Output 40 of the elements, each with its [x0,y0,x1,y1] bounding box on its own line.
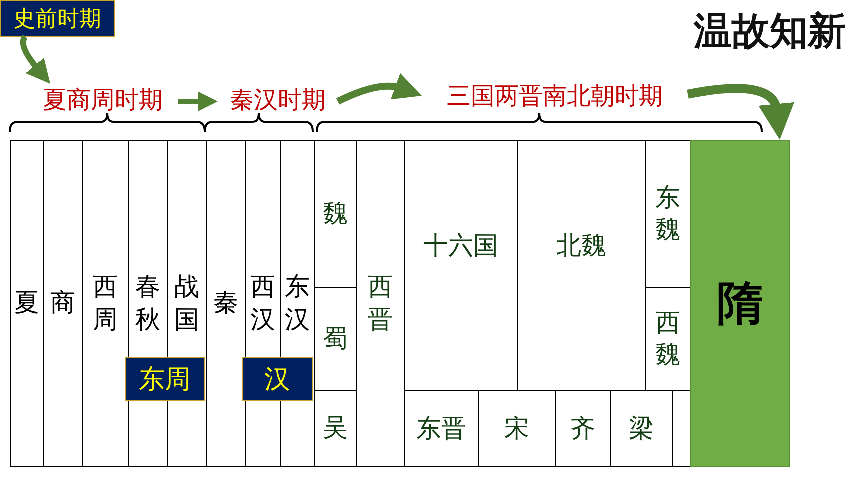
period-name: 汉 [264,364,290,396]
dynasty-name: 商 [50,287,76,320]
table-cell [206,140,246,467]
dynasty-name: 魏 [323,198,348,230]
dynasty-name: 吴 [323,412,348,444]
table-cell [356,140,405,467]
dynasty-name: 北魏 [556,230,606,262]
dynasty-name: 梁 [629,413,654,445]
period-label: 夏商周时期 [43,85,163,116]
dynasty-block [690,140,790,467]
slide-title: 温故知新 [694,8,846,55]
period-tag [125,357,205,401]
dynasty-name: 齐 [570,413,596,445]
period-name: 东周 [139,364,191,396]
period-tag [242,357,313,401]
dynasty-name: 战国 [174,271,200,336]
table-cell [43,140,83,467]
dynasty-name: 东魏 [656,182,680,246]
dynasty-name: 夏 [14,287,40,320]
dynasty-name: 西魏 [656,306,680,371]
dynasty-name: 十六国 [424,230,498,262]
dynasty-name: 西汉 [250,271,276,336]
table-cell [82,140,129,467]
dynasty-name: 宋 [504,413,530,445]
period-tag [0,0,115,37]
dynasty-name: 东汉 [285,271,310,336]
dynasty-name: 蜀 [323,322,348,355]
dynasty-name: 东晋 [416,413,466,445]
period-name: 史前时期 [14,6,102,34]
dynasty-name: 秦 [214,287,238,320]
arrow [336,73,422,105]
arrow [687,84,794,140]
dynasty-name: 西周 [93,271,118,336]
dynasty-name: 春秋 [136,271,160,336]
period-label: 秦汉时期 [230,85,326,116]
dynasty-name: 西晋 [368,271,393,336]
dynasty-name: 隋 [717,274,763,332]
arrow [178,92,218,112]
period-label: 三国两晋南北朝时期 [447,81,663,112]
table-cell [10,140,44,467]
